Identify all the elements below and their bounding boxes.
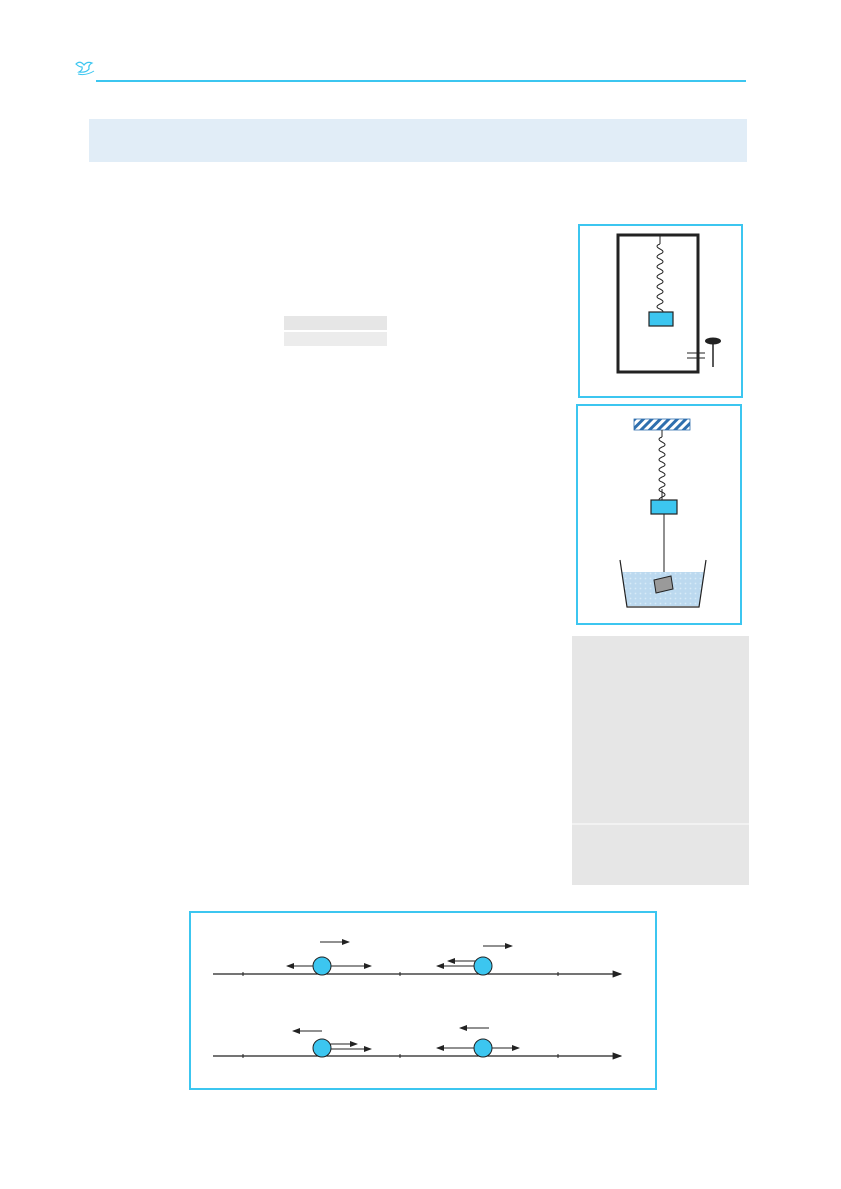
- header-rule: [96, 80, 746, 82]
- figure-spring-frame-box: [578, 224, 743, 398]
- spring-mass-frame-figure: [616, 233, 721, 374]
- bird-logo-icon: [75, 61, 95, 76]
- figure-spring-beaker-box: [576, 404, 742, 625]
- figure-motion-box: [189, 911, 657, 1090]
- sidebar-note-divider: [572, 823, 749, 825]
- inline-grey-cell: [284, 332, 387, 346]
- title-band: [89, 119, 747, 162]
- header-logo: [74, 58, 98, 78]
- spring-mass-beaker-figure: [619, 418, 707, 608]
- inline-grey-cell: [284, 316, 387, 330]
- ball-velocity-acceleration-figure: [213, 939, 623, 1060]
- sidebar-note: [572, 636, 749, 885]
